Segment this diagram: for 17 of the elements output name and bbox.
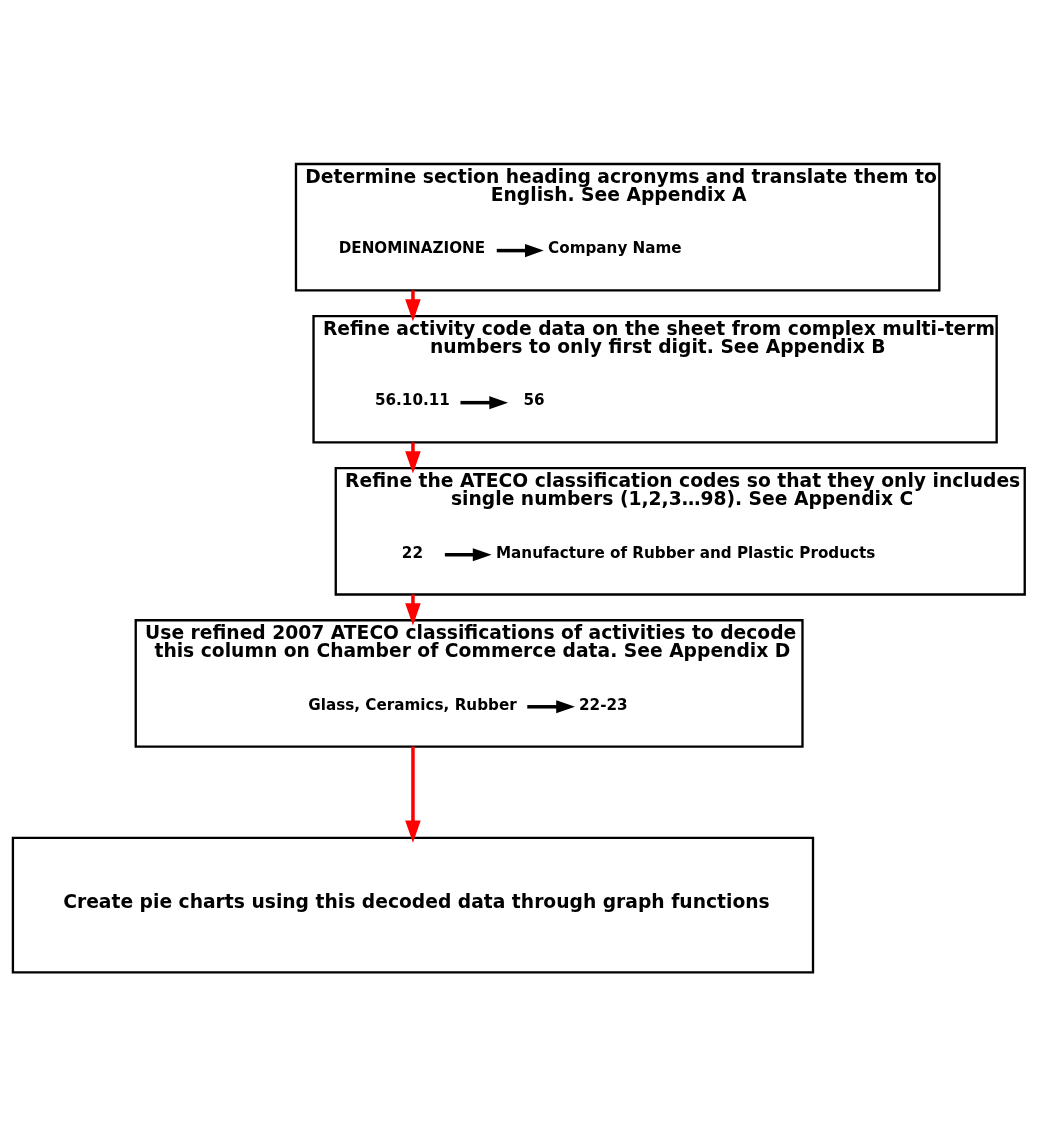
node-text: 56.10.11 <box>374 390 450 409</box>
arrow <box>405 289 421 321</box>
arrow <box>444 547 492 561</box>
node-text: 22-23 <box>579 695 628 714</box>
arrow <box>527 699 575 713</box>
arrow <box>496 243 544 257</box>
node-text: 56 <box>523 390 545 409</box>
arrow <box>405 746 421 843</box>
node-box: Create pie charts using this decoded data through graph functions <box>11 836 815 973</box>
arrow <box>405 594 421 626</box>
node-text: Company Name <box>548 238 682 257</box>
node-text: DENOMINAZIONE <box>338 238 486 257</box>
arrow <box>460 395 509 409</box>
node-text: Glass, Ceramics, Rubber <box>308 695 517 714</box>
node-text: Manufacture of Rubber and Plastic Products <box>496 543 876 562</box>
node-text: 22 <box>401 543 423 562</box>
arrow <box>405 441 421 473</box>
